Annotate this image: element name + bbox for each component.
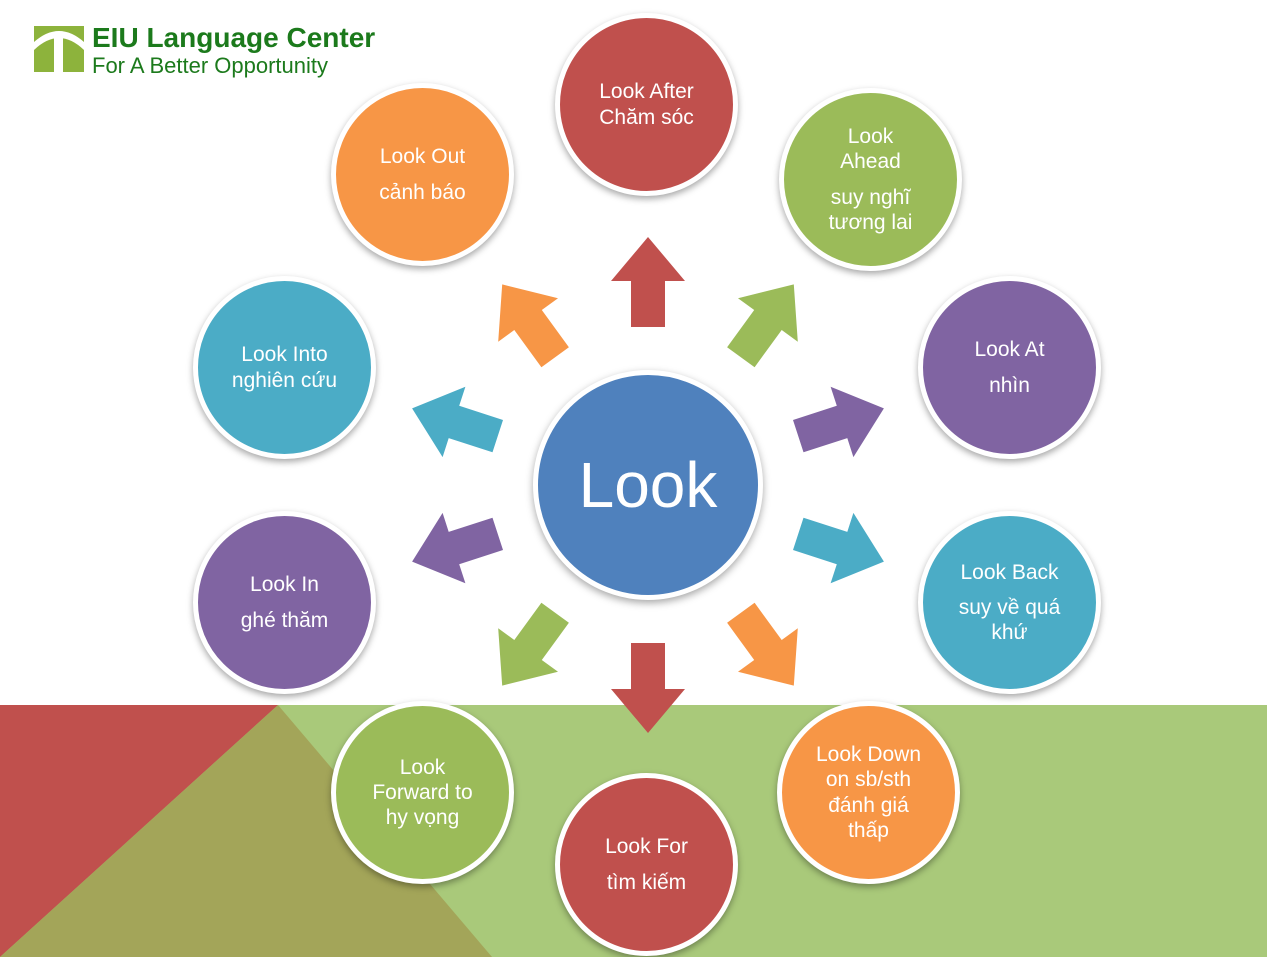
node-meaning: đánh giá thấp xyxy=(828,793,909,842)
node-label: Look Out xyxy=(379,145,466,169)
center-node-look: Look xyxy=(533,370,763,600)
node-look-back: Look Back suy về quá khứ xyxy=(918,511,1101,694)
node-meaning: suy về quá khứ xyxy=(958,595,1061,645)
node-label: Look After xyxy=(599,80,694,104)
arrow-up-left-icon xyxy=(498,284,569,368)
arrow-up-right-icon xyxy=(727,284,798,368)
node-label: Look In xyxy=(250,573,319,597)
bridge-logo-icon xyxy=(34,26,84,72)
center-label: Look xyxy=(578,449,718,521)
node-label: Look Forward to xyxy=(372,755,473,804)
arrow-left-up-icon xyxy=(412,386,503,458)
arrow-left-down-icon xyxy=(412,512,503,584)
node-meaning: suy nghĩ tương lai xyxy=(828,185,913,234)
node-meaning: Chăm sóc xyxy=(599,105,694,129)
node-meaning: ghé thăm xyxy=(240,608,329,632)
node-label: Look Ahead xyxy=(840,125,901,174)
node-meaning: tìm kiếm xyxy=(606,870,687,894)
background-band-olive xyxy=(0,705,492,957)
arrow-right-down-icon xyxy=(793,512,884,584)
arrow-down-left-icon xyxy=(498,602,569,686)
brand-name: EIU Language Center xyxy=(92,22,376,53)
node-label: Look Down on sb/sth xyxy=(815,743,922,792)
node-meaning: nghiên cứu xyxy=(231,368,338,392)
node-label: Look Back xyxy=(960,560,1059,584)
node-look-into: Look Into nghiên cứu xyxy=(193,276,376,459)
brand-logo: EIU Language Center For A Better Opportu… xyxy=(34,24,375,77)
node-look-out: Look Out cảnh báo xyxy=(331,83,514,266)
node-meaning: hy vọng xyxy=(385,806,460,830)
node-label: Look For xyxy=(605,835,688,859)
brand-tagline: For A Better Opportunity xyxy=(92,53,329,78)
node-label: Look At xyxy=(974,338,1045,362)
node-meaning: cảnh báo xyxy=(379,180,466,204)
arrow-down-icon xyxy=(611,643,685,733)
node-look-after: Look After Chăm sóc xyxy=(555,13,738,196)
node-look-for: Look For tìm kiếm xyxy=(555,773,738,956)
arrow-up-icon xyxy=(611,237,685,327)
arrow-right-up-icon xyxy=(793,386,884,458)
node-label: Look Into xyxy=(241,343,328,367)
node-look-at: Look At nhìn xyxy=(918,276,1101,459)
node-meaning: nhìn xyxy=(989,373,1030,397)
node-look-ahead: Look Ahead suy nghĩ tương lai xyxy=(779,88,962,271)
node-look-in: Look In ghé thăm xyxy=(193,511,376,694)
node-look-forward: Look Forward to hy vọng xyxy=(331,701,514,884)
node-look-down: Look Down on sb/sth đánh giá thấp xyxy=(777,701,960,884)
arrow-down-right-icon xyxy=(727,602,798,686)
